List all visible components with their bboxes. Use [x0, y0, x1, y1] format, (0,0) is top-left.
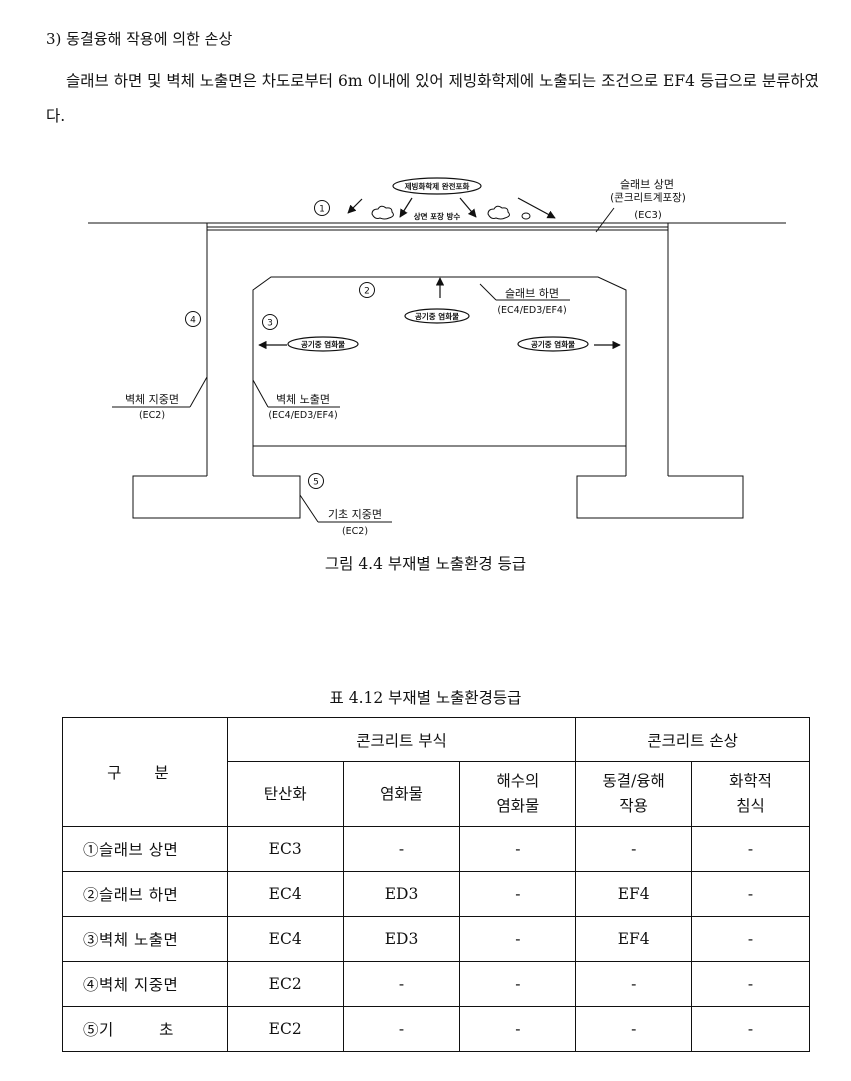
header-category: 구 분 — [62, 717, 228, 827]
exposure-diagram: 제빙화학제 완전포화 공기중 염화물 공기중 염화물 공기중 염화물 상면 포장… — [88, 177, 786, 537]
foundation-buried-label: 기초 지중면 — [328, 508, 382, 521]
slab-top-grade: (EC3) — [634, 210, 662, 221]
table-row: ⑤기 초 EC2 - - - - — [62, 1006, 810, 1052]
cloud-icon — [521, 212, 531, 220]
marker-4: 4 — [190, 316, 196, 326]
cloud-icon — [487, 205, 510, 220]
wall-exposed-label: 벽체 노출면 — [276, 393, 330, 406]
cloud-icon — [371, 205, 394, 220]
airborne-chloride-label: 공기중 염화물 — [301, 339, 345, 349]
table-row: ②슬래브 하면 EC4 ED3 - EF4 - — [62, 871, 810, 917]
airborne-chloride-label: 공기중 염화물 — [531, 339, 575, 349]
slab-bottom-grade: (EC4/ED3/EF4) — [497, 305, 566, 316]
foundation-buried-grade: (EC2) — [342, 526, 368, 537]
marker-3: 3 — [267, 319, 273, 329]
header-chloride: 염화물 — [342, 761, 461, 827]
marker-1: 1 — [319, 205, 325, 215]
slab-bottom-label: 슬래브 하면 — [505, 286, 559, 300]
section-heading: 3) 동결융해 작용에 의한 손상 — [46, 30, 233, 48]
inner-opening — [252, 276, 627, 476]
wall-buried-label: 벽체 지중면 — [125, 393, 179, 406]
figure-caption: 그림 4.4 부재별 노출환경 등급 — [324, 555, 527, 573]
airborne-chloride-label: 공기중 염화물 — [415, 311, 459, 321]
slab-top-sub-label: (콘크리트계포장) — [610, 192, 686, 204]
right-footing — [576, 475, 744, 519]
header-group-corrosion: 콘크리트 부식 — [226, 717, 577, 762]
section-paragraph: 슬래브 하면 및 벽체 노출면은 차도로부터 6m 이내에 있어 제빙화학제에 … — [46, 72, 819, 125]
table-row: ③벽체 노출면 EC4 ED3 - EF4 - — [62, 916, 810, 962]
top-paving-label: 상면 포장 방수 — [414, 211, 461, 221]
deicer-label: 제빙화학제 완전포화 — [405, 181, 470, 191]
marker-5: 5 — [313, 478, 319, 488]
table-row: ④벽체 지중면 EC2 - - - - — [62, 961, 810, 1007]
left-footing — [132, 475, 301, 519]
wall-buried-grade: (EC2) — [139, 410, 165, 421]
header-carbonation: 탄산화 — [226, 761, 344, 827]
wall-exposed-grade: (EC4/ED3/EF4) — [268, 410, 337, 421]
marker-2: 2 — [364, 287, 370, 297]
header-group-damage: 콘크리트 손상 — [575, 717, 810, 762]
table-caption: 표 4.12 부재별 노출환경등급 — [329, 689, 522, 707]
slab-top-label: 슬래브 상면 — [620, 178, 674, 191]
table-row: ①슬래브 상면 EC3 - - - - — [62, 826, 810, 872]
